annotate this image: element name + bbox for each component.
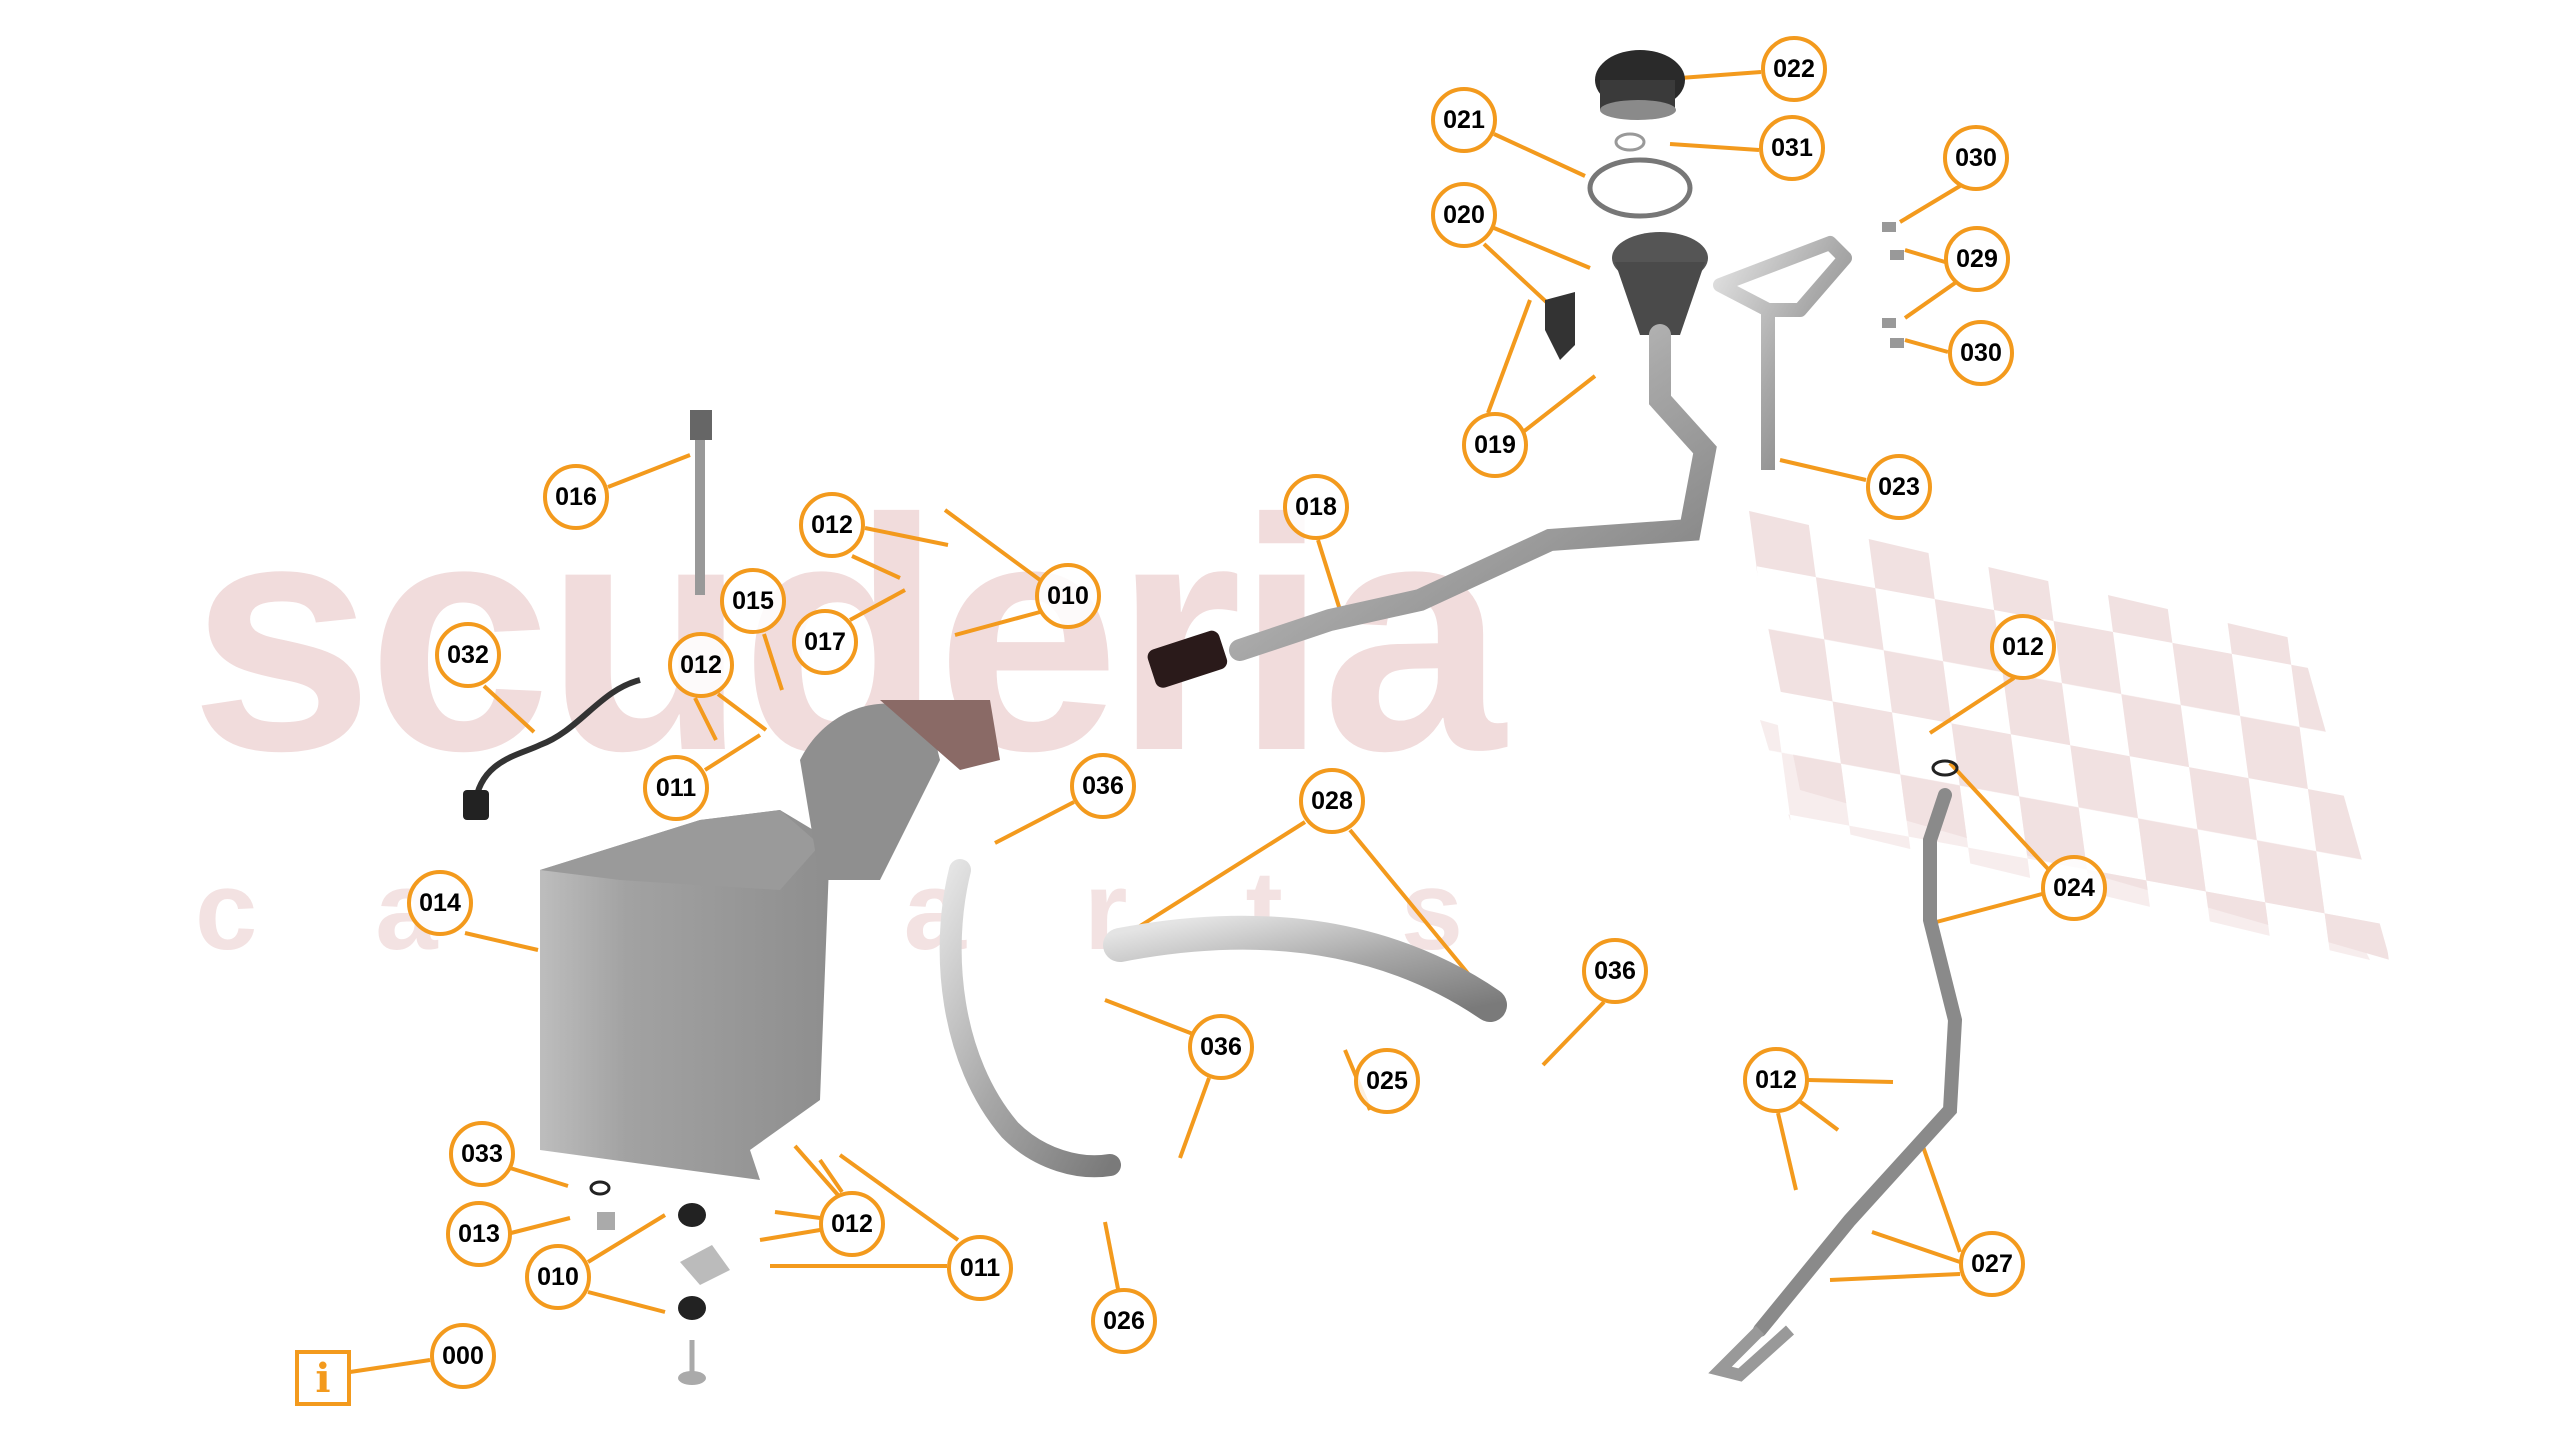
part-harness-032 xyxy=(472,677,641,806)
callout-010-bottom[interactable]: 010 xyxy=(525,1244,591,1310)
part-hose-026 xyxy=(939,859,1121,1178)
callout-012-right-bottom[interactable]: 012 xyxy=(1743,1047,1809,1113)
part-hose-025 xyxy=(1103,915,1507,1022)
callout-021[interactable]: 021 xyxy=(1431,87,1497,153)
callout-000[interactable]: 000 xyxy=(430,1323,496,1389)
callout-030-upper[interactable]: 030 xyxy=(1943,125,2009,191)
callout-026[interactable]: 026 xyxy=(1091,1288,1157,1354)
info-icon[interactable]: i xyxy=(295,1350,351,1406)
callout-032[interactable]: 032 xyxy=(435,622,501,688)
part-breather-023 xyxy=(1713,236,1852,470)
callout-018[interactable]: 018 xyxy=(1283,474,1349,540)
callout-030-lower[interactable]: 030 xyxy=(1948,320,2014,386)
callout-014[interactable]: 014 xyxy=(407,870,473,936)
callout-011-bottom[interactable]: 011 xyxy=(947,1235,1013,1301)
callout-012-right-top[interactable]: 012 xyxy=(1990,614,2056,680)
callout-033[interactable]: 033 xyxy=(449,1121,515,1187)
part-o-ring-031 xyxy=(1614,132,1646,152)
callout-031[interactable]: 031 xyxy=(1759,115,1825,181)
leader-lines xyxy=(349,70,2051,1374)
callout-011-top[interactable]: 011 xyxy=(643,755,709,821)
callout-024[interactable]: 024 xyxy=(2041,855,2107,921)
callout-017[interactable]: 017 xyxy=(792,609,858,675)
part-o-ring-033 xyxy=(589,1180,611,1196)
part-oil-tank-014 xyxy=(540,700,1000,1180)
callout-023[interactable]: 023 xyxy=(1866,454,1932,520)
part-grommet-010-upper xyxy=(678,1203,706,1227)
part-grommet-010-lower xyxy=(678,1296,706,1320)
callout-010-top[interactable]: 010 xyxy=(1035,563,1101,629)
callout-020[interactable]: 020 xyxy=(1431,182,1497,248)
part-o-ring-024 xyxy=(1931,759,1959,777)
part-filler-neck-020 xyxy=(1545,232,1708,360)
part-plug-013 xyxy=(597,1212,615,1230)
callout-012-mid[interactable]: 012 xyxy=(668,632,734,698)
part-clips-029-030 xyxy=(1882,222,1904,348)
callout-028[interactable]: 028 xyxy=(1299,768,1365,834)
part-filler-tube-018 xyxy=(1229,324,1717,661)
callout-027[interactable]: 027 xyxy=(1959,1231,2025,1297)
part-bracket-011 xyxy=(680,1245,730,1285)
callout-029[interactable]: 029 xyxy=(1944,226,2010,292)
callout-019[interactable]: 019 xyxy=(1462,412,1528,478)
callout-012-top[interactable]: 012 xyxy=(799,492,865,558)
callout-015[interactable]: 015 xyxy=(720,568,786,634)
callout-036-right[interactable]: 036 xyxy=(1582,938,1648,1004)
callout-022[interactable]: 022 xyxy=(1761,36,1827,102)
part-ring-021 xyxy=(1587,157,1693,219)
callout-036-tank[interactable]: 036 xyxy=(1070,753,1136,819)
part-oil-cap-022 xyxy=(1595,50,1685,120)
part-tube-end-018 xyxy=(1147,630,1228,688)
part-oil-line-024 xyxy=(1753,788,1963,1337)
callout-013[interactable]: 013 xyxy=(446,1201,512,1267)
callout-016[interactable]: 016 xyxy=(543,464,609,530)
callout-025[interactable]: 025 xyxy=(1354,1048,1420,1114)
checkered-flag-watermark xyxy=(1745,510,2390,960)
callout-036-mid[interactable]: 036 xyxy=(1188,1014,1254,1080)
callout-012-bottom[interactable]: 012 xyxy=(819,1191,885,1257)
